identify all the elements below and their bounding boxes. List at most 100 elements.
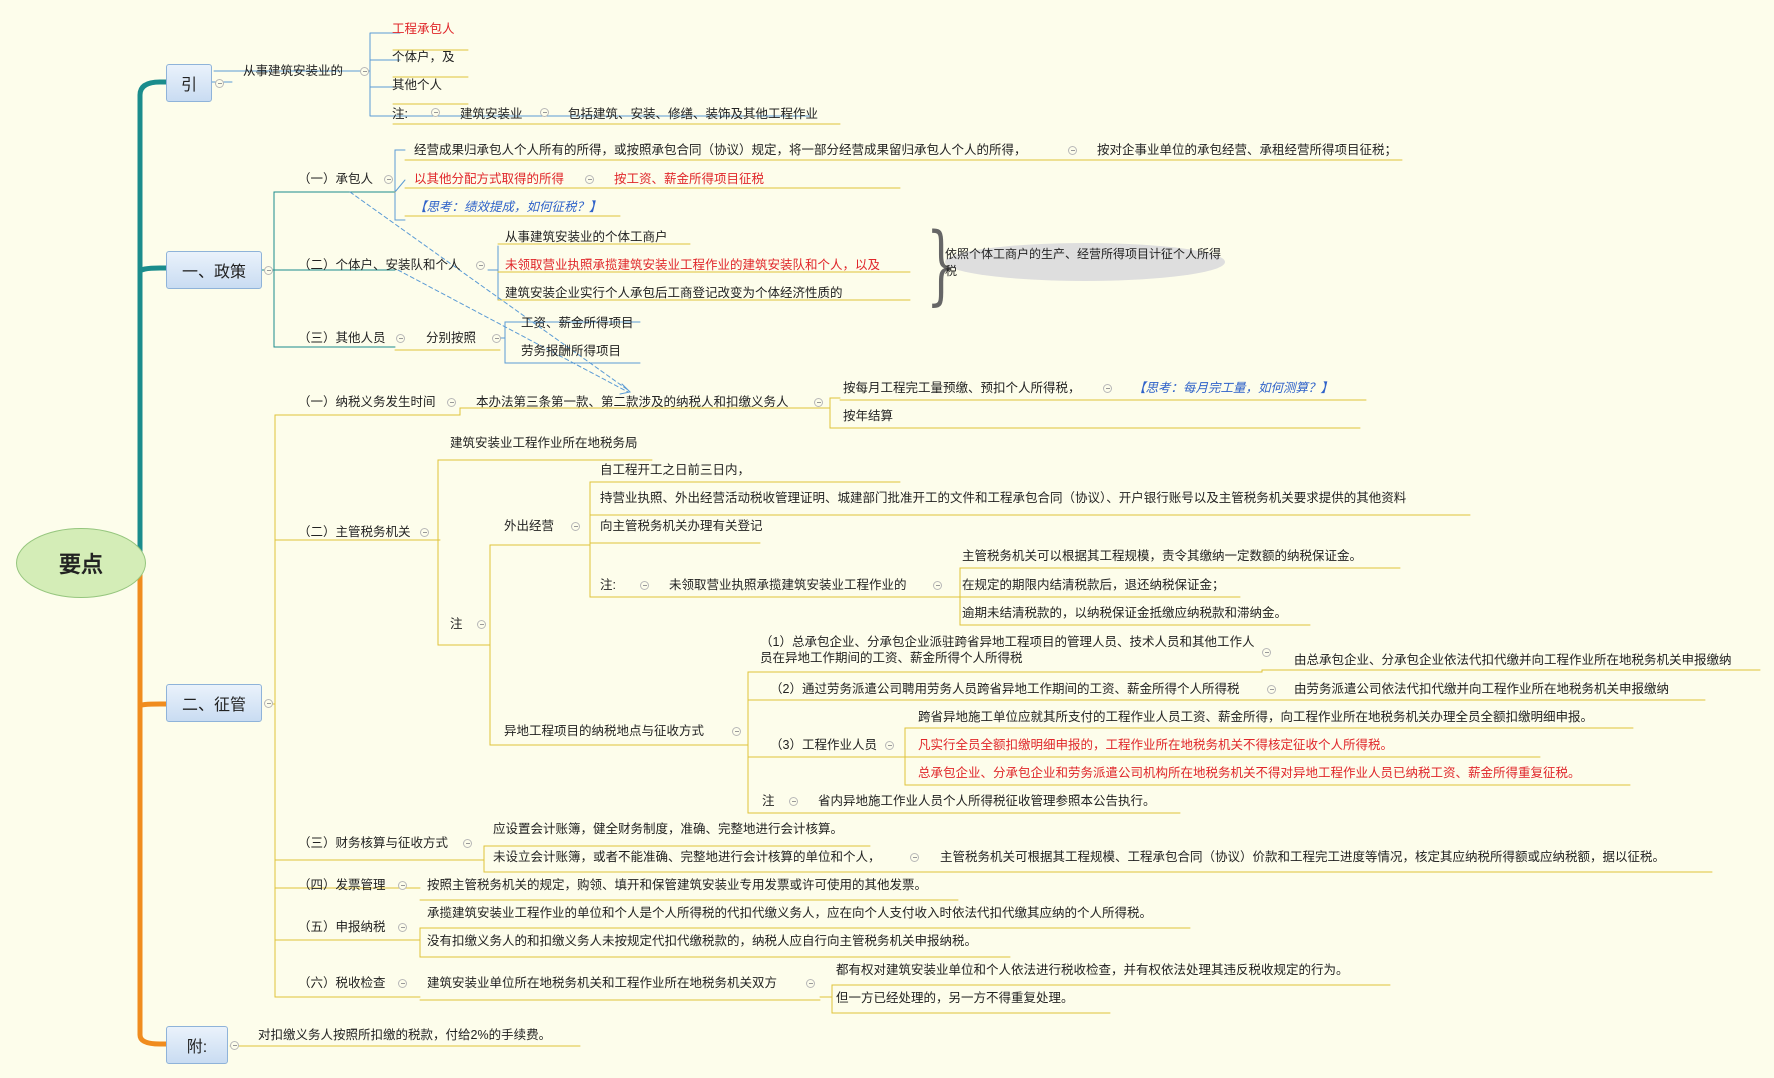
admin-timing-label: （一）纳税义务发生时间 (298, 395, 436, 409)
admin-inspection-item2: 但一方已经处理的，另一方不得重复处理。 (836, 991, 1074, 1005)
root-node[interactable]: 要点 (16, 528, 146, 598)
external-label: 外出经营 (504, 519, 555, 533)
external-item1: 自工程开工之日前三日内， (600, 463, 751, 477)
node-policy[interactable]: 一、政策 (166, 251, 262, 289)
collapse-icon[interactable] (1068, 146, 1077, 155)
collapse-icon[interactable] (789, 797, 798, 806)
admin-authority-item1: 建筑安装业工程作业所在地税务局 (450, 436, 638, 450)
collapse-icon[interactable] (933, 581, 942, 590)
collapse-icon[interactable] (447, 398, 456, 407)
remote-item1: （1）总承包企业、分承包企业派驻跨省异地工程项目的管理人员、技术人员和其他工作人… (760, 635, 1255, 665)
remote-note: 注 (762, 794, 775, 808)
external-item3: 向主管税务机关办理有关登记 (600, 519, 763, 533)
admin-filing-label: （五）申报纳税 (298, 920, 386, 934)
policy-contractor-label: （一）承包人 (298, 172, 374, 186)
remote-item3-sub1: 跨省异地施工单位应就其所支付的工程作业人员工资、薪金所得，向工程作业所在地税务机… (918, 710, 1594, 724)
policy-individual-label: （二）个体户、安装队和个人 (298, 258, 461, 272)
collapse-icon[interactable] (1267, 685, 1276, 694)
collapse-icon[interactable] (477, 620, 486, 629)
admin-authority-note: 注 (450, 617, 463, 631)
collapse-icon[interactable] (396, 334, 405, 343)
intro-note-term: 建筑安装业 (460, 107, 523, 121)
admin-accounting-label: （三）财务核算与征收方式 (298, 836, 449, 850)
collapse-icon[interactable] (806, 979, 815, 988)
policy-others-item1: 工资、薪金所得项目 (521, 316, 634, 330)
admin-timing-item1: 按每月工程完工量预缴、预扣个人所得税， (843, 381, 1081, 395)
collapse-icon[interactable] (492, 334, 501, 343)
intro-item-household: 个体户，及 (392, 50, 455, 64)
admin-accounting-item2: 未设立会计账簿，或者不能准确、完整地进行会计核算的单位和个人， (493, 850, 881, 864)
collapse-icon[interactable] (431, 108, 440, 117)
intro-item-individual: 其他个人 (392, 78, 443, 92)
collapse-icon[interactable] (885, 741, 894, 750)
collapse-icon[interactable] (732, 727, 741, 736)
root-branches (137, 79, 169, 1047)
external-note: 注: (600, 578, 616, 592)
admin-invoice-label: （四）发票管理 (298, 878, 386, 892)
collapse-icon[interactable] (1262, 648, 1271, 657)
node-admin[interactable]: 二、征管 (166, 684, 262, 722)
policy-others-label: （三）其他人员 (298, 331, 386, 345)
collapse-icon[interactable] (264, 699, 273, 708)
collapse-icon[interactable] (384, 175, 393, 184)
node-intro[interactable]: 引 (166, 64, 212, 102)
remote-item1-result: 由总承包企业、分承包企业依法代扣代缴并向工程作业所在地税务机关申报缴纳 (1294, 653, 1732, 667)
intro-note-label: 注: (392, 107, 408, 121)
collapse-icon[interactable] (585, 175, 594, 184)
admin-timing-item2: 按年结算 (843, 409, 894, 423)
external-note-mid: 未领取营业执照承揽建筑安装业工程作业的 (669, 578, 907, 592)
admin-invoice-text: 按照主管税务机关的规定，购领、填开和保管建筑安装业专用发票或许可使用的其他发票。 (427, 878, 928, 892)
admin-timing-think: 【思考：每月完工量，如何测算？】 (1133, 381, 1334, 395)
collapse-icon[interactable] (571, 522, 580, 531)
collapse-icon[interactable] (360, 67, 369, 76)
admin-authority-label: （二）主管税务机关 (298, 525, 411, 539)
callout-bubble: 依照个体工商户的生产、经营所得项目计征个人所得税 (945, 243, 1225, 281)
intro-item-contractor: 工程承包人 (392, 22, 455, 36)
admin-inspection-item1: 都有权对建筑安装业单位和个人依法进行税收检查，并有权依法处理其违反税收规定的行为… (836, 963, 1349, 977)
collapse-icon[interactable] (540, 108, 549, 117)
collapse-icon[interactable] (1103, 384, 1112, 393)
collapse-icon[interactable] (230, 1041, 239, 1050)
admin-timing-mid: 本办法第三条第一款、第二款涉及的纳税人和扣缴义务人 (476, 395, 789, 409)
collapse-icon[interactable] (398, 923, 407, 932)
remote-label: 异地工程项目的纳税地点与征收方式 (504, 724, 705, 738)
intro-note-def: 包括建筑、安装、修缮、装饰及其他工程作业 (568, 107, 819, 121)
external-note-item3: 逾期未结清税款的，以纳税保证金抵缴应纳税款和滞纳金。 (962, 606, 1288, 620)
policy-contractor-item1: 经营成果归承包人个人所有的所得，或按照承包合同（协议）规定，将一部分经营成果留归… (414, 143, 1027, 157)
collapse-icon[interactable] (420, 528, 429, 537)
external-note-item1: 主管税务机关可以根据其工程规模，责令其缴纳一定数额的纳税保证金。 (962, 549, 1363, 563)
policy-contractor-item1-result: 按对企事业单位的承包经营、承租经营所得项目征税； (1097, 143, 1398, 157)
policy-others-mid: 分别按照 (426, 331, 477, 345)
remote-item3: （3）工程作业人员 (770, 738, 877, 752)
remote-item2-result: 由劳务派遣公司依法代扣代缴并向工程作业所在地税务机关申报缴纳 (1294, 682, 1670, 696)
appendix-text: 对扣缴义务人按照所扣缴的税款，付给2%的手续费。 (258, 1028, 552, 1042)
collapse-icon[interactable] (910, 853, 919, 862)
node-appendix[interactable]: 附: (166, 1026, 228, 1064)
policy-contractor-item2: 以其他分配方式取得的所得 (414, 172, 565, 186)
policy-contractor-item2-result: 按工资、薪金所得项目征税 (614, 172, 765, 186)
admin-inspection-mid: 建筑安装业单位所在地税务机关和工程作业所在地税务机关双方 (427, 976, 778, 990)
admin-filing-item2: 没有扣缴义务人的和扣缴义务人未按规定代扣代缴税款的，纳税人应自行向主管税务机关申… (427, 934, 978, 948)
collapse-icon[interactable] (398, 979, 407, 988)
collapse-icon[interactable] (476, 261, 485, 270)
policy-individual-item3: 建筑安装企业实行个人承包后工商登记改变为个体经济性质的 (505, 286, 843, 300)
collapse-icon[interactable] (398, 881, 407, 890)
intro-text: 从事建筑安装业的 (243, 64, 344, 78)
remote-item3-sub2: 凡实行全员全额扣缴明细申报的，工程作业所在地税务机关不得核定征收个人所得税。 (918, 738, 1394, 752)
collapse-icon[interactable] (463, 839, 472, 848)
admin-accounting-item2-result: 主管税务机关可根据其工程规模、工程承包合同（协议）价款和工程完工进度等情况，核定… (940, 850, 1666, 864)
collapse-icon[interactable] (264, 266, 273, 275)
collapse-icon[interactable] (814, 398, 823, 407)
remote-note-text: 省内异地施工作业人员个人所得税征收管理参照本公告执行。 (818, 794, 1156, 808)
external-item2: 持营业执照、外出经营活动税收管理证明、城建部门批准开工的文件和工程承包合同（协议… (600, 491, 1407, 505)
remote-item3-sub3: 总承包企业、分承包企业和劳务派遣公司机构所在地税务机关不得对异地工程作业人员已纳… (918, 766, 1581, 780)
collapse-icon[interactable] (215, 79, 224, 88)
remote-item2: （2）通过劳务派遣公司聘用劳务人员跨省异地工作期间的工资、薪金所得个人所得税 (770, 682, 1240, 696)
admin-filing-item1: 承揽建筑安装业工程作业的单位和个人是个人所得税的代扣代缴义务人，应在向个人支付收… (427, 906, 1153, 920)
policy-others-item2: 劳务报酬所得项目 (521, 344, 622, 358)
policy-individual-item2: 未领取营业执照承揽建筑安装业工程作业的建筑安装队和个人，以及 (505, 258, 881, 272)
admin-accounting-item1: 应设置会计账簿，健全财务制度，准确、完整地进行会计核算。 (493, 822, 844, 836)
policy-individual-item1: 从事建筑安装业的个体工商户 (505, 230, 668, 244)
collapse-icon[interactable] (640, 581, 649, 590)
policy-contractor-think: 【思考：绩效提成，如何征税？】 (414, 200, 602, 214)
